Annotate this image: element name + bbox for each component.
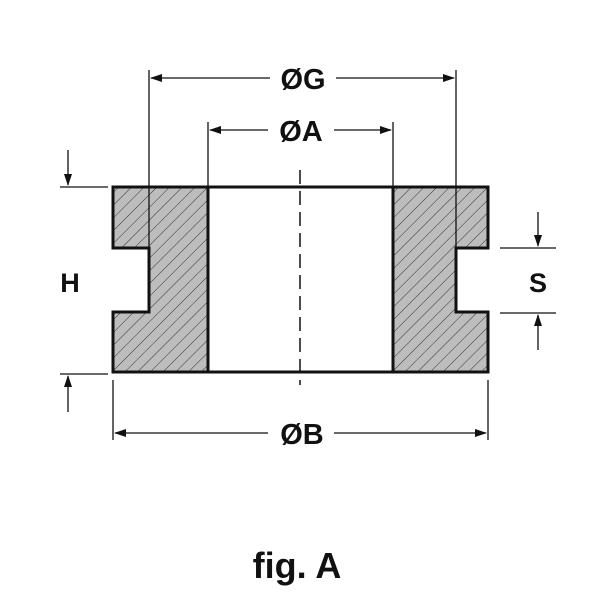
dimension-h: [60, 150, 108, 412]
dimension-g: [148, 70, 457, 248]
dimension-b-label: ØB: [280, 419, 324, 451]
left-section: [111, 185, 210, 374]
dimension-b: [112, 380, 489, 440]
figure-caption: fig. A: [253, 545, 342, 586]
dimension-a: [207, 122, 394, 187]
dimension-a-label: ØA: [279, 116, 323, 148]
dimension-s: [500, 212, 556, 350]
right-section: [391, 185, 490, 374]
dimension-h-label: H: [60, 268, 80, 298]
dimension-s-label: S: [529, 268, 547, 298]
dimension-g-label: ØG: [280, 64, 325, 96]
